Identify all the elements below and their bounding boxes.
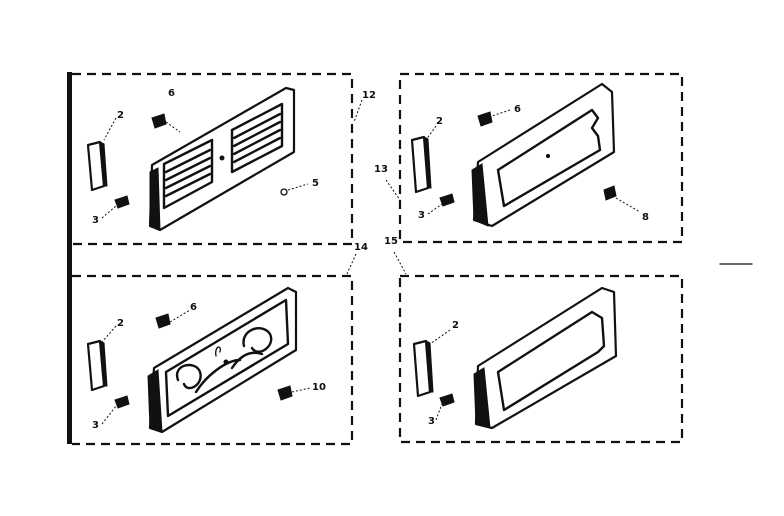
callout-ref-12: 12	[362, 90, 376, 101]
callout-8: 8	[642, 212, 649, 223]
panel-13: 2 3 6 8 13	[374, 72, 684, 244]
panel-12: 2 3 6 5 12	[72, 72, 376, 246]
grille-vents-right	[230, 102, 284, 174]
callout-ref-15: 15	[384, 236, 398, 247]
decorative-panel	[148, 286, 298, 434]
left-border-bar	[67, 72, 72, 444]
screw-part	[155, 313, 171, 329]
callout-6: 6	[514, 104, 521, 115]
screw-part	[603, 185, 617, 201]
grille-vents-left	[162, 138, 214, 210]
callout-3: 3	[428, 416, 435, 427]
callout-2: 2	[436, 116, 443, 127]
callout-10: 10	[312, 382, 326, 393]
callout-3: 3	[418, 210, 425, 221]
callout-6: 6	[168, 88, 175, 99]
panel-12-border	[72, 72, 354, 246]
panel-14-border	[72, 274, 354, 446]
screw-part	[151, 113, 167, 129]
callout-2: 2	[117, 318, 124, 329]
panel-13-border	[398, 72, 684, 244]
callout-ref-14: 14	[354, 242, 368, 253]
frame-inner-cutout	[496, 310, 606, 412]
panel-14: 2 3 6 10 14	[72, 242, 368, 446]
callout-2: 2	[452, 320, 459, 331]
screw-part	[114, 395, 130, 409]
callout-5: 5	[312, 178, 319, 189]
screw-part	[439, 193, 455, 207]
callout-6: 6	[190, 302, 197, 313]
scroll-ornament	[175, 327, 273, 394]
frame-inner-cutout	[496, 108, 602, 208]
screw-part	[277, 385, 293, 401]
screw-part	[477, 111, 493, 127]
decorative-panel-inner	[164, 298, 290, 418]
panel-15-border	[398, 274, 684, 444]
frame-panel	[474, 286, 618, 430]
screw-part	[439, 393, 455, 407]
screw-part	[114, 195, 130, 209]
callout-3: 3	[92, 420, 99, 431]
screw-part	[280, 188, 288, 196]
callout-3: 3	[92, 215, 99, 226]
callout-2: 2	[117, 110, 124, 121]
panel-15: 2 3 15	[384, 236, 684, 444]
callout-ref-13: 13	[374, 164, 388, 175]
